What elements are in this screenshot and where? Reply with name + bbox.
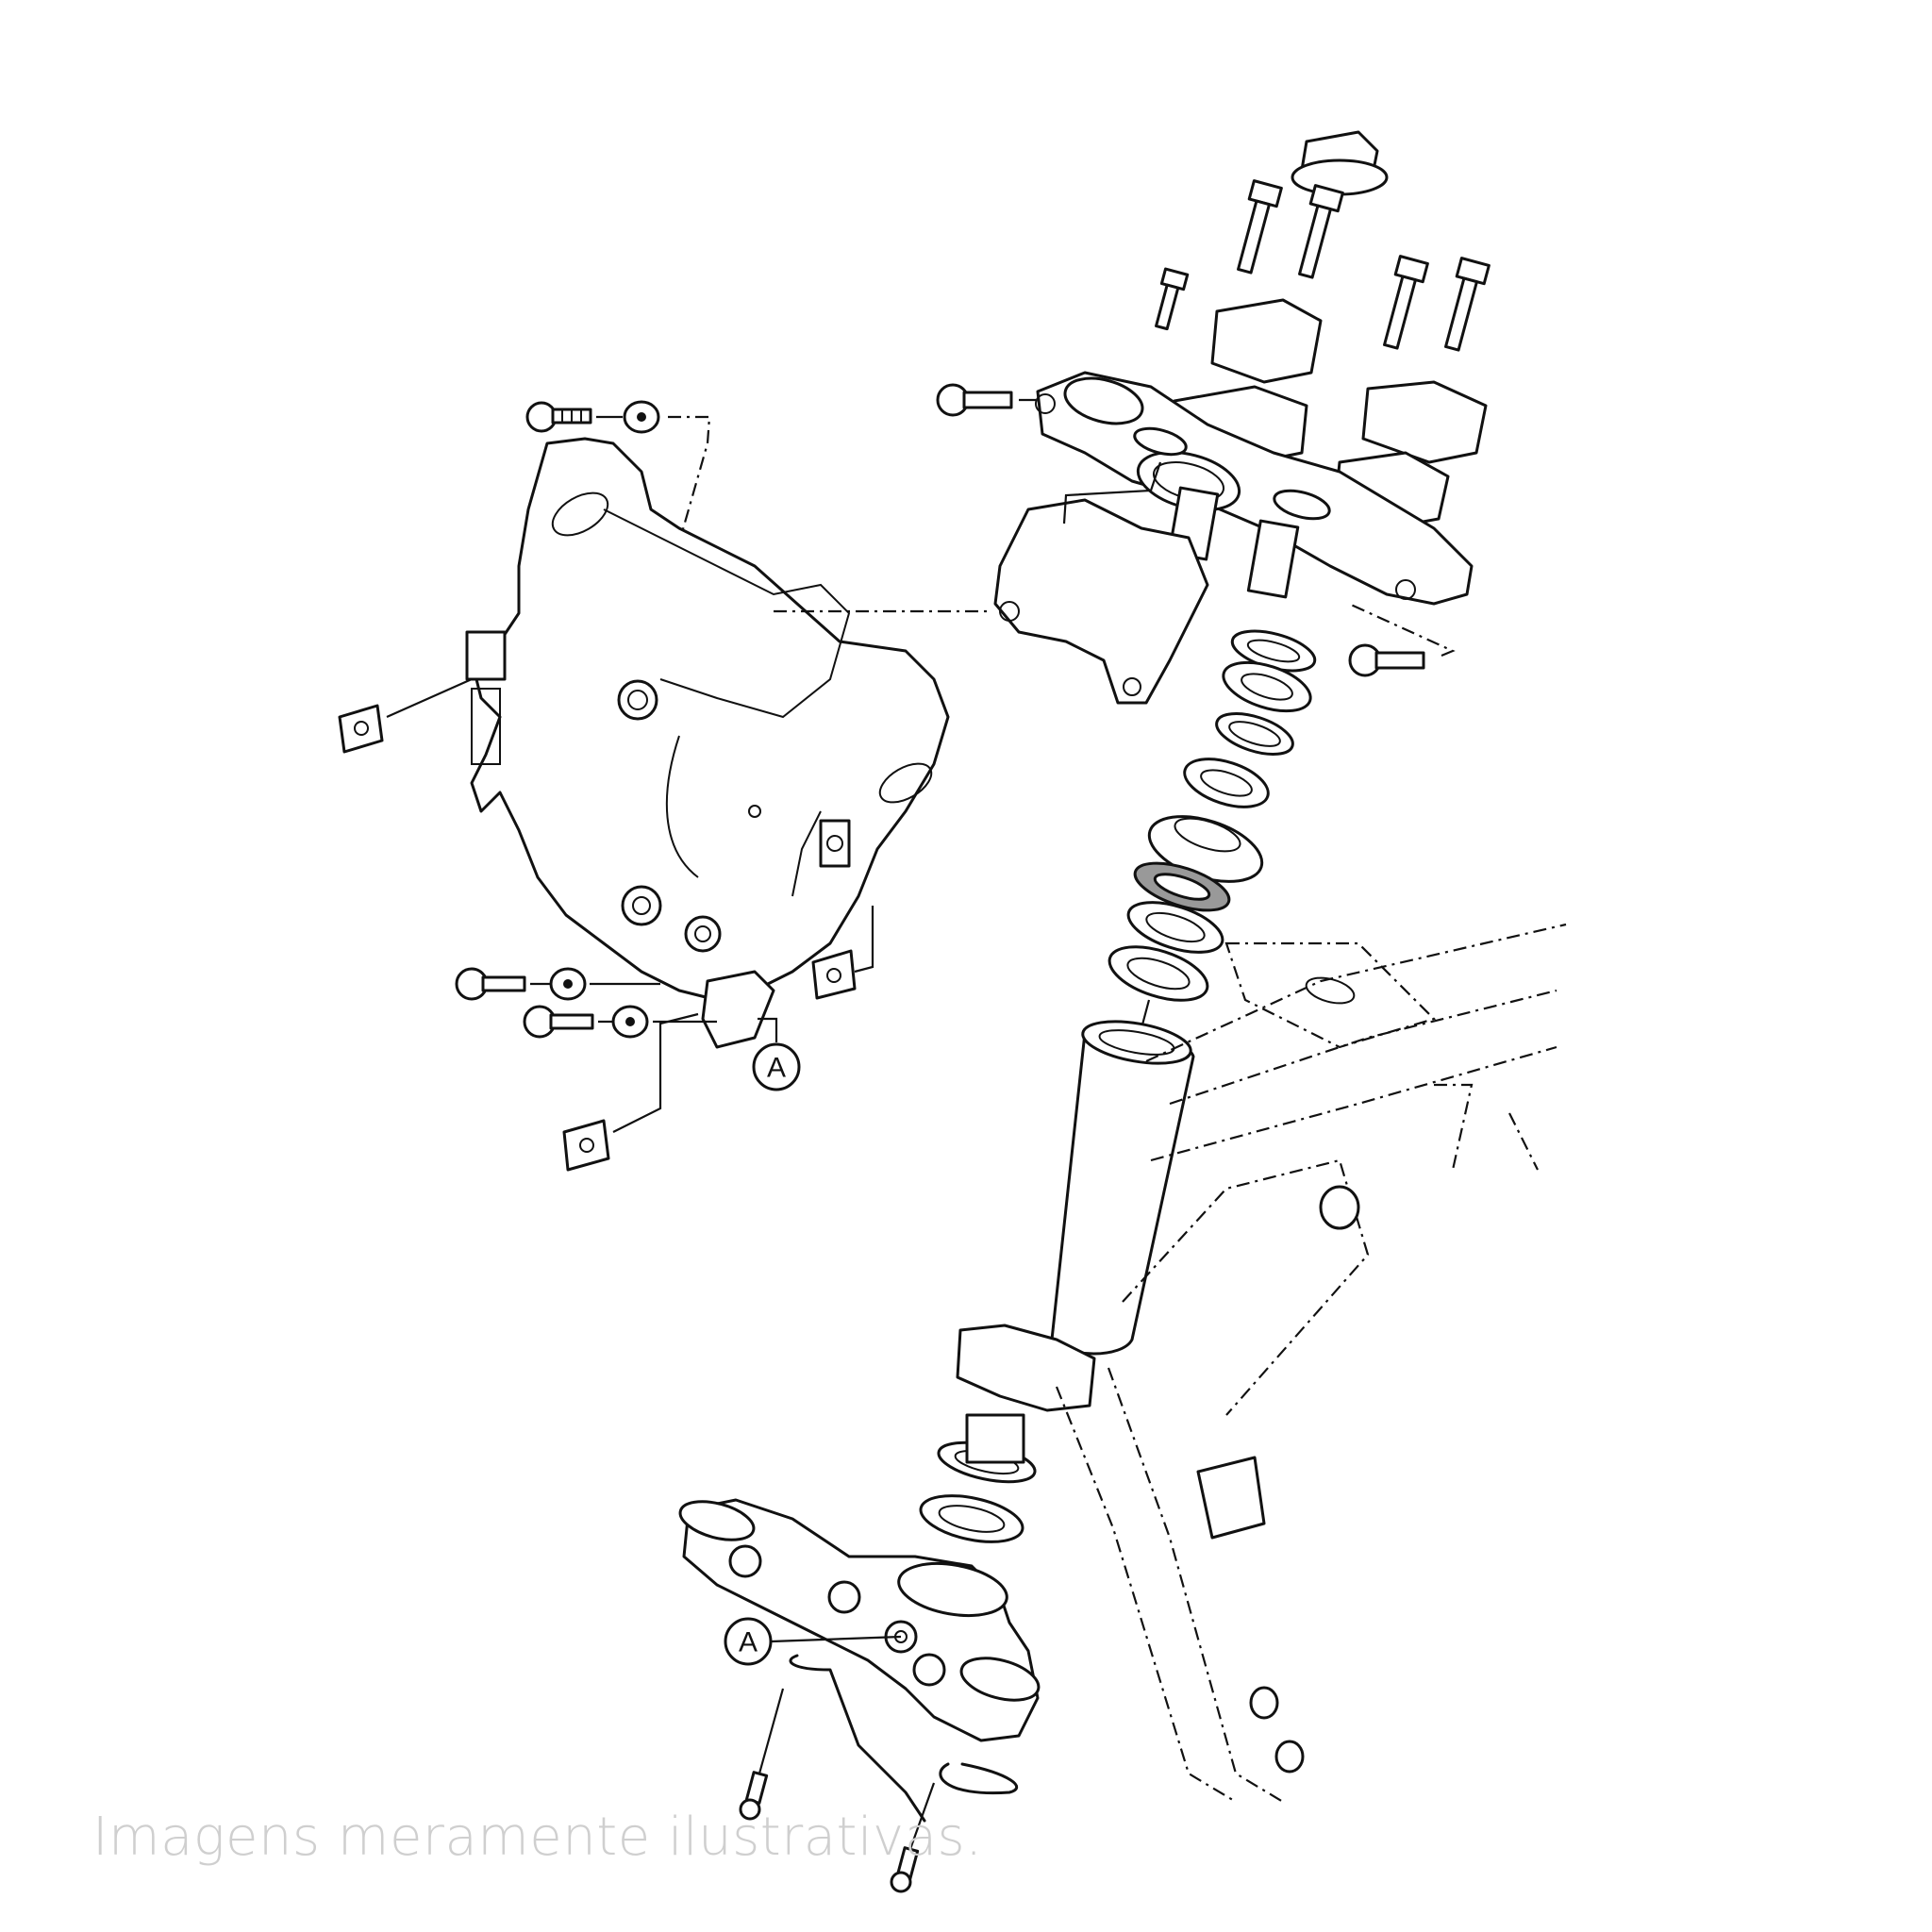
watermark-text: Imagens meramente ilustrativas. — [92, 1807, 983, 1868]
handlebar-holder-bolts — [1155, 179, 1491, 352]
bracket-lower-bolt-2 — [523, 1005, 717, 1039]
lower-triple-clamp-assembly: A — [678, 1413, 1041, 1893]
clip-nut-right — [811, 906, 874, 1000]
ball-bearing-upper — [1126, 901, 1224, 954]
pinch-bolt-left — [936, 383, 1036, 417]
callout-a-upper: A — [752, 1017, 801, 1091]
upper-triple-clamp-assembly — [936, 130, 1491, 705]
svg-text:A: A — [767, 1053, 786, 1084]
upper-bracket — [1035, 371, 1474, 606]
lower-bracket — [678, 1498, 1041, 1742]
lower-screw-1 — [739, 1688, 785, 1821]
lower-screw-2 — [890, 1782, 936, 1893]
lower-ball-bearing — [919, 1494, 1024, 1543]
bracket-top-bolt — [525, 400, 718, 643]
headlight-bracket-assembly: A — [338, 400, 991, 1172]
headlight-bracket — [465, 437, 950, 1049]
clip-nut-left — [338, 677, 473, 754]
lock-washer — [1215, 712, 1294, 756]
svg-text:A: A — [739, 1627, 758, 1658]
headlight-mount-cover — [993, 498, 1209, 705]
lock-nut — [1222, 660, 1312, 713]
adjusting-nut — [1183, 758, 1270, 808]
frame — [956, 923, 1567, 1803]
clip-nut-bottom — [562, 1012, 699, 1172]
bracket-lower-bolt-1 — [455, 967, 660, 1001]
brake-hose-guide — [789, 1654, 1018, 1823]
outer-race-upper — [1108, 945, 1209, 1002]
callout-a-lower: A — [724, 1617, 902, 1666]
steering-bearing-stack — [1108, 660, 1312, 1029]
pinch-bolt-right — [1348, 602, 1456, 677]
